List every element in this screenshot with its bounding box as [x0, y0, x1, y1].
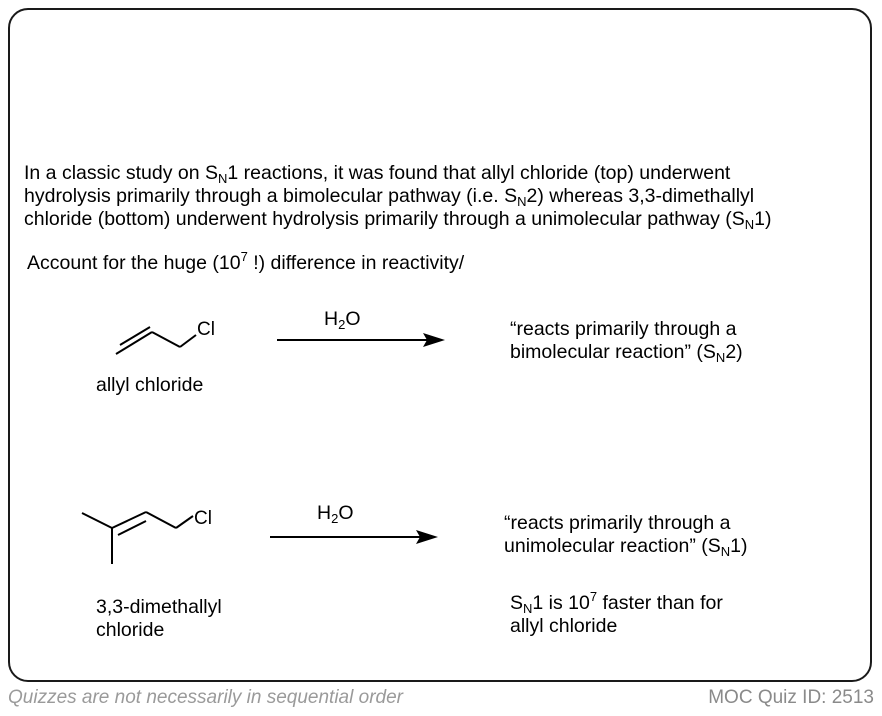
chlorine-label: Cl [194, 508, 212, 529]
result-text-2: “reacts primarily through a unimolecular… [504, 512, 748, 559]
reaction-arrow-1 [277, 333, 445, 347]
chlorine-label: Cl [197, 319, 215, 340]
result-text-1: “reacts primarily through a bimolecular … [510, 318, 743, 365]
dimethallyl-chloride-structure: Cl [81, 508, 212, 564]
rate-comparison-note: SN1 is 107 faster than for allyl chlorid… [510, 589, 723, 637]
quiz-id: MOC Quiz ID: 2513 [708, 687, 874, 708]
question-prompt: Account for the huge (107 !) difference … [27, 249, 465, 274]
question-card [8, 8, 872, 682]
intro-paragraph: In a classic study on SN1 reactions, it … [24, 162, 771, 231]
footer-disclaimer: Quizzes are not necessarily in sequentia… [8, 687, 403, 708]
reaction-arrow-2 [270, 530, 438, 544]
intro-line-1: In a classic study on SN1 reactions, it … [24, 162, 731, 186]
dimethallyl-chloride-name: 3,3-dimethallyl chloride [96, 596, 222, 641]
reagent-label-1: H2O [324, 308, 361, 332]
intro-line-3: chloride (bottom) underwent hydrolysis p… [24, 208, 772, 232]
reagent-label-2: H2O [317, 502, 354, 526]
intro-line-2: hydrolysis primarily through a bimolecul… [24, 185, 755, 209]
allyl-chloride-name: allyl chloride [96, 374, 204, 396]
allyl-chloride-structure: Cl [115, 319, 215, 355]
